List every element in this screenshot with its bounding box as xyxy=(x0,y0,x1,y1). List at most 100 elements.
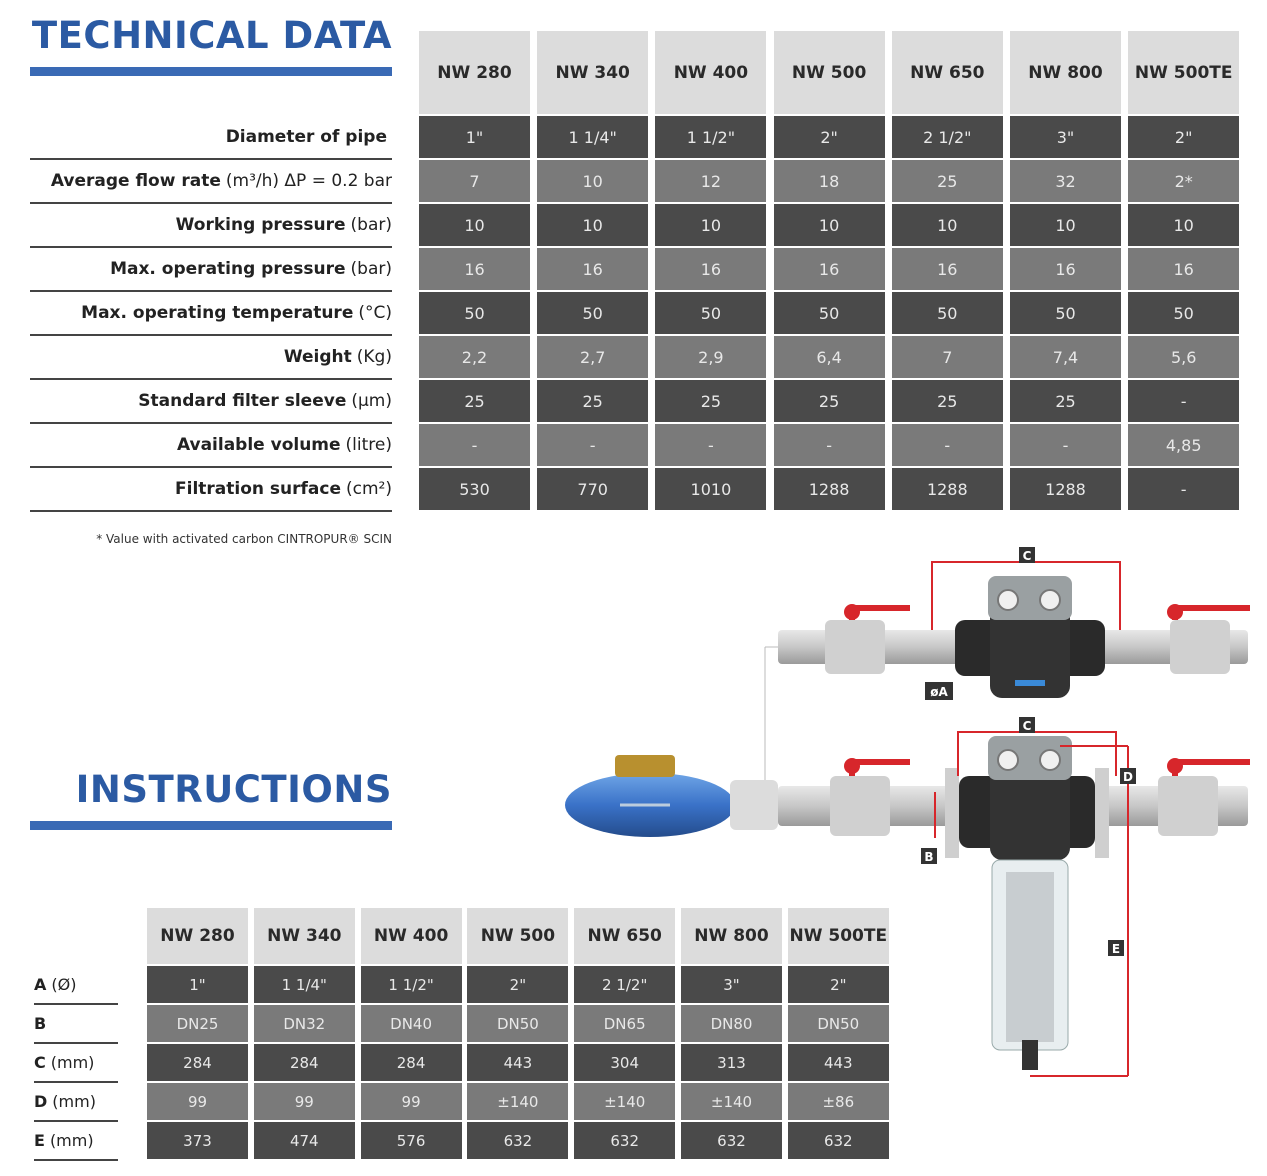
instructions-cell: 284 xyxy=(147,1044,248,1081)
instructions-row-label: A(Ø) xyxy=(34,966,118,1005)
tech-row-label: Average flow rate(m³/h) ΔP = 0.2 bar xyxy=(30,160,392,204)
instructions-cell: 632 xyxy=(467,1122,569,1159)
tech-cell: 18 xyxy=(773,160,885,202)
instructions-cell: 3" xyxy=(681,966,782,1003)
tech-cell: 10 xyxy=(891,204,1003,246)
instructions-cell: 99 xyxy=(360,1083,462,1120)
tech-cell: 530 xyxy=(419,468,530,510)
tech-cell: 25 xyxy=(655,380,767,422)
instructions-cell: DN50 xyxy=(787,1005,889,1042)
instructions-cell: ±140 xyxy=(467,1083,569,1120)
tech-row-label: Available volume(litre) xyxy=(30,424,392,468)
tech-cell: 16 xyxy=(419,248,530,290)
instructions-cell: DN40 xyxy=(360,1005,462,1042)
tech-cell: 10 xyxy=(1010,204,1121,246)
tech-cell: 2* xyxy=(1128,160,1240,202)
instructions-row-label: B xyxy=(34,1005,118,1044)
tech-cell: - xyxy=(891,424,1003,466)
tech-cell: 2" xyxy=(773,116,885,158)
tech-header-cell: NW 800 xyxy=(1010,31,1121,114)
tech-cell: 7 xyxy=(419,160,530,202)
tech-header-cell: NW 400 xyxy=(655,31,767,114)
tech-cell: 16 xyxy=(537,248,649,290)
instructions-header-cell: NW 800 xyxy=(681,908,782,964)
dimension-d-label: D xyxy=(1123,770,1133,784)
upper-filter-assembly: C øA xyxy=(778,547,1250,700)
tech-cell: 25 xyxy=(1010,380,1121,422)
tech-cell: 6,4 xyxy=(773,336,885,378)
instructions-cell: DN50 xyxy=(467,1005,569,1042)
instructions-cell: 284 xyxy=(253,1044,355,1081)
tech-cell: - xyxy=(1128,468,1240,510)
tech-cell: 2,2 xyxy=(419,336,530,378)
tech-header-cell: NW 500 xyxy=(773,31,885,114)
tech-row-label: Filtration surface(cm²) xyxy=(30,468,392,512)
tech-row-label-bold: Weight xyxy=(283,347,352,367)
lower-filter-assembly: C B D E xyxy=(778,717,1250,1077)
instructions-row-label: C(mm) xyxy=(34,1044,118,1083)
tech-cell: 10 xyxy=(537,204,649,246)
tech-header-cell: NW 650 xyxy=(891,31,1003,114)
tech-cell: 10 xyxy=(419,204,530,246)
instructions-row-label-bold: C xyxy=(34,1053,46,1072)
dimension-a-label: øA xyxy=(930,685,948,699)
tech-cell: - xyxy=(655,424,767,466)
tech-cell: 32 xyxy=(1010,160,1121,202)
tech-cell: 7 xyxy=(891,336,1003,378)
tech-row-label: Max. operating pressure(bar) xyxy=(30,248,392,292)
tech-cell: - xyxy=(537,424,649,466)
tech-cell: 7,4 xyxy=(1010,336,1121,378)
tech-cell: 50 xyxy=(891,292,1003,334)
tech-header-cell: NW 340 xyxy=(537,31,649,114)
tech-cell: 5,6 xyxy=(1128,336,1240,378)
tech-cell: 25 xyxy=(419,380,530,422)
tech-row-label: Weight(Kg) xyxy=(30,336,392,380)
tech-row-label-bold: Filtration surface xyxy=(175,479,341,499)
tech-cell: 12 xyxy=(655,160,767,202)
tech-cell: 50 xyxy=(655,292,767,334)
tech-cell: 1010 xyxy=(655,468,767,510)
tech-header-cell: NW 500TE xyxy=(1128,31,1240,114)
instructions-cell: 632 xyxy=(787,1122,889,1159)
tech-cell: - xyxy=(1128,380,1240,422)
instructions-cell: DN65 xyxy=(574,1005,676,1042)
tech-cell: 25 xyxy=(891,160,1003,202)
tech-row-label: Max. operating temperature(°C) xyxy=(30,292,392,336)
instructions-header-cell: NW 400 xyxy=(360,908,462,964)
tech-cell: 1" xyxy=(419,116,530,158)
installation-diagram: C øA C B D xyxy=(565,547,1250,1077)
tech-cell: 10 xyxy=(655,204,767,246)
instructions-cell: DN80 xyxy=(681,1005,782,1042)
tech-cell: 1288 xyxy=(1010,468,1121,510)
tech-row-label: Diameter of pipe xyxy=(30,116,392,160)
instructions-row-label: E(mm) xyxy=(34,1122,118,1161)
tech-row-label-unit: (m³/h) ΔP = 0.2 bar xyxy=(225,171,392,191)
tech-row-label-bold: Standard filter sleeve xyxy=(138,391,347,411)
tech-cell: 10 xyxy=(1128,204,1240,246)
instructions-row-label-bold: E xyxy=(34,1131,45,1150)
instructions-cell: 1 1/2" xyxy=(360,966,462,1003)
instructions-cell: 313 xyxy=(681,1044,782,1081)
tech-cell: 4,85 xyxy=(1128,424,1240,466)
tech-row-label: Working pressure(bar) xyxy=(30,204,392,248)
dimension-c-label: C xyxy=(1023,549,1032,563)
tech-row-label-bold: Diameter of pipe xyxy=(225,127,387,147)
tech-cell: 25 xyxy=(537,380,649,422)
instructions-cell: 443 xyxy=(467,1044,569,1081)
tech-cell: - xyxy=(419,424,530,466)
tech-row-label: Standard filter sleeve(µm) xyxy=(30,380,392,424)
tech-cell: 2 1/2" xyxy=(891,116,1003,158)
tech-cell: 16 xyxy=(891,248,1003,290)
instructions-cell: 99 xyxy=(147,1083,248,1120)
tech-cell: 25 xyxy=(891,380,1003,422)
instructions-title: INSTRUCTIONS xyxy=(75,768,392,811)
